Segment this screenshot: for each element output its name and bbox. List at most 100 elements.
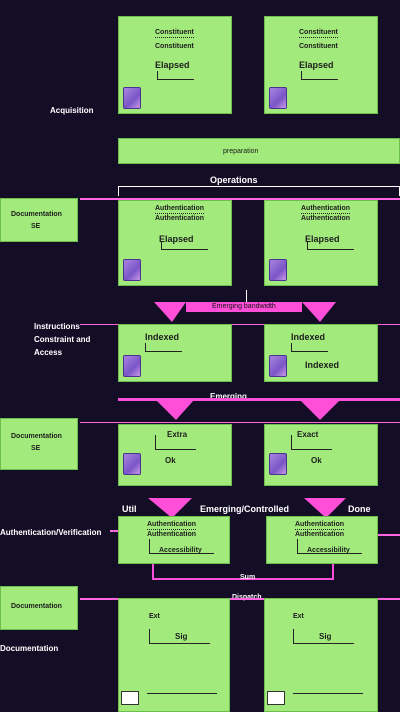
callout-line [161,241,208,250]
banner-label: Emerging bandwidth [212,303,276,310]
callout-line [291,435,332,450]
panel-row6-right: Ext Sig [264,598,378,712]
callout-line [157,71,194,80]
panel-sub: Ok [311,456,322,465]
side-label-line-3: Access [34,348,63,357]
side-box-sub: SE [31,445,41,452]
footer-band-label: preparation [223,148,259,155]
panel-row5-right: Authentication Authentication Accessibil… [266,516,378,564]
panel-header: Indexed [291,332,326,342]
joiner-bracket [152,564,334,580]
callout-line [307,241,354,250]
side-label-documentation: Documentation [0,644,59,653]
panel-header-2: Authentication [155,215,204,222]
funnel-banner-1: Emerging bandwidth [150,300,340,324]
panel-header-2: Constituent [155,43,194,50]
side-box-documentation-2: Documentation SE [0,418,78,470]
panel-header: Extra [167,430,188,439]
funnel-shape [154,302,336,322]
panel-row1-left: Constituent Constituent Elapsed [118,16,232,114]
panel-header: Constituent [155,29,194,38]
panel-header: Indexed [145,332,180,342]
heading-operations: Operations [210,175,258,185]
panel-sub: Elapsed [305,234,340,244]
panel-sub: Ok [165,456,176,465]
side-box-title: Documentation [11,211,62,218]
connector-line [110,530,120,532]
panel-header-2: Authentication [295,531,344,538]
side-box-title: Documentation [11,433,62,440]
panel-row1-right: Constituent Constituent Elapsed [264,16,378,114]
panel-row2-right: Authentication Authentication Elapsed [264,200,378,286]
joiner-label: Sum [240,574,256,581]
panel-sub: Elapsed [299,60,334,70]
callout-line [291,343,328,352]
side-label-instructions: Instructions Constraint and Access [34,322,90,357]
side-box-documentation-1: Documentation SE [0,198,78,242]
panel-header: Authentication [155,205,204,214]
callout-line [149,629,210,644]
banner-right-label: Done [348,504,371,514]
banner-center-label: Emerging/Controlled [200,504,290,514]
panel-sub: Accessibility [307,547,350,554]
card-icon [121,691,139,705]
connector-line [80,422,400,423]
document-icon [269,259,287,281]
underline [293,693,363,694]
side-label-authentication: Authentication/Verification [0,528,102,537]
panel-sub: Elapsed [155,60,190,70]
side-label-line-2: Constraint and [34,335,91,344]
banner-emerging: Emerging [210,392,247,401]
panel-row4-left: Extra Ok [118,424,232,486]
document-icon [269,453,287,475]
banner-left-label: Util [122,504,137,514]
side-box-documentation-3: Documentation [0,586,78,630]
joiner-label-2: Dispatch [232,586,262,604]
callout-line [149,539,214,554]
document-icon [123,355,141,377]
tick-line [246,290,247,302]
document-icon [123,87,141,109]
callout-line [297,539,362,554]
callout-line [145,343,182,352]
panel-sub: Indexed [305,360,340,370]
heading-bracket [118,186,400,196]
panel-header: Exact [297,430,319,439]
panel-header-2: Authentication [301,215,350,222]
connector-line [80,598,400,600]
panel-header: Authentication [301,205,350,214]
connector-line [80,324,400,325]
callout-line [301,71,338,80]
underline [147,693,217,694]
panel-header: Constituent [299,29,338,38]
panel-row5-left: Authentication Authentication Accessibil… [118,516,230,564]
side-label-line-1: Instructions [34,322,80,331]
banner-3: Util Emerging/Controlled Done [118,498,400,520]
document-icon [269,355,287,377]
funnel-shape-3 [148,498,346,518]
panel-row2-left: Authentication Authentication Elapsed [118,200,232,286]
document-icon [123,259,141,281]
side-box-title: Documentation [11,603,62,610]
panel-header: Ext [293,613,304,620]
banner-bar [118,398,400,401]
side-box-sub: SE [31,223,41,230]
funnel-shape-2 [156,400,340,420]
panel-header-2: Constituent [299,43,338,50]
panel-row3-right: Indexed Indexed [264,324,378,382]
panel-header: Ext [149,613,160,620]
panel-row4-right: Exact Ok [264,424,378,486]
panel-sub: Sig [319,632,332,641]
connector-line [80,198,400,200]
panel-header: Authentication [295,521,344,530]
callout-line [155,435,196,450]
document-icon [269,87,287,109]
panel-header: Authentication [147,521,196,530]
panel-row6-left: Ext Sig [118,598,230,712]
panel-sub: Sig [175,632,188,641]
panel-sub: Elapsed [159,234,194,244]
card-icon [267,691,285,705]
panel-header-2: Authentication [147,531,196,538]
panel-sub: Accessibility [159,547,202,554]
panel-row3-left: Indexed [118,324,232,382]
